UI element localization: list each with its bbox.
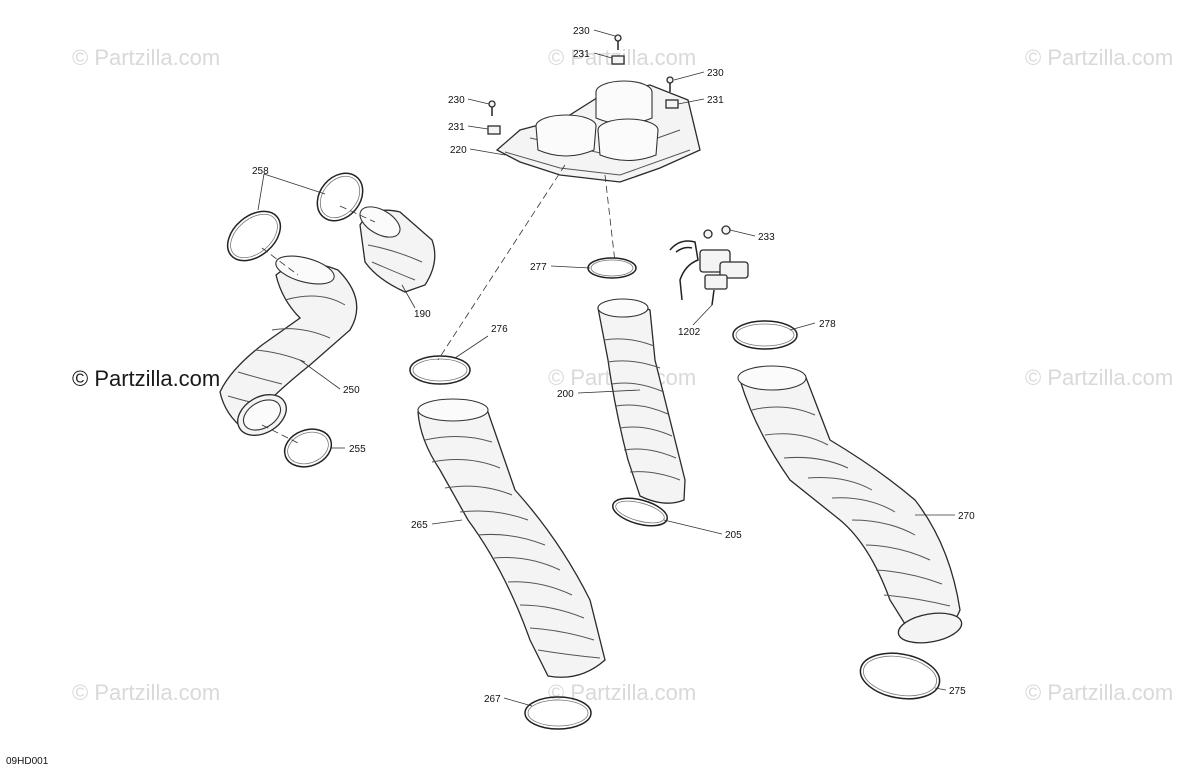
part-265-long-hose xyxy=(417,398,606,678)
callout-278: 278 xyxy=(819,319,836,330)
part-250-bellows-hose xyxy=(219,255,358,436)
watermark-bottom-left: © Partzilla.com xyxy=(72,680,220,705)
callout-255: 255 xyxy=(349,444,366,455)
callout-265: 265 xyxy=(411,520,428,531)
callout-190: 190 xyxy=(414,309,431,320)
part-1202-valve-assembly xyxy=(669,225,749,306)
callout-231-left: 231 xyxy=(448,122,465,133)
callout-267: 267 xyxy=(484,694,501,705)
watermark-mid-left: © Partzilla.com xyxy=(72,366,220,391)
watermarks: © Partzilla.com © Partzilla.com © Partzi… xyxy=(72,45,1173,705)
callout-258: 258 xyxy=(252,166,269,177)
screw-icon xyxy=(488,100,496,116)
clamp-277 xyxy=(587,257,637,279)
callout-276: 276 xyxy=(491,324,508,335)
part-190-elbow xyxy=(359,206,436,293)
callout-200: 200 xyxy=(557,389,574,400)
clamp-278 xyxy=(732,320,798,350)
clip-nut-icon xyxy=(487,125,501,135)
callout-230-left: 230 xyxy=(448,95,465,106)
callouts: 230 231 230 231 230 231 220 258 190 250 … xyxy=(252,26,975,705)
clip-nut-icon xyxy=(665,99,679,109)
watermark-top-left: © Partzilla.com xyxy=(72,45,220,70)
clamp-258-upper xyxy=(316,172,364,222)
clamp-275 xyxy=(859,652,941,700)
clamp-205 xyxy=(612,497,668,527)
leader-lines xyxy=(257,29,955,707)
part-270-right-hose xyxy=(737,365,963,644)
callout-233: 233 xyxy=(758,232,775,243)
callout-231-right: 231 xyxy=(707,95,724,106)
callout-275: 275 xyxy=(949,686,966,697)
callout-1202: 1202 xyxy=(678,327,701,338)
watermark-mid-right: © Partzilla.com xyxy=(1025,365,1173,390)
watermark-bottom-right: © Partzilla.com xyxy=(1025,680,1173,705)
clamp-276 xyxy=(409,355,471,385)
clip-nut-icon xyxy=(611,55,625,65)
callout-230-right: 230 xyxy=(707,68,724,79)
callout-230-top: 230 xyxy=(573,26,590,37)
callout-220: 220 xyxy=(450,145,467,156)
callout-205: 205 xyxy=(725,530,742,541)
callout-270: 270 xyxy=(958,511,975,522)
watermark-top-right: © Partzilla.com xyxy=(1025,45,1173,70)
callout-250: 250 xyxy=(343,385,360,396)
assembly-lines xyxy=(261,164,616,445)
part-220-air-intake-plate xyxy=(495,80,701,183)
part-200-center-hose xyxy=(597,298,686,504)
watermark-bottom-center: © Partzilla.com xyxy=(548,680,696,705)
callout-231-top: 231 xyxy=(573,49,590,60)
callout-277: 277 xyxy=(530,262,547,273)
clamp-267 xyxy=(524,696,592,730)
drawing-code: 09HD001 xyxy=(6,756,49,767)
fasteners-230-231 xyxy=(487,34,679,135)
screw-icon xyxy=(666,76,674,92)
clamp-255 xyxy=(283,428,333,468)
screw-icon xyxy=(614,34,622,50)
